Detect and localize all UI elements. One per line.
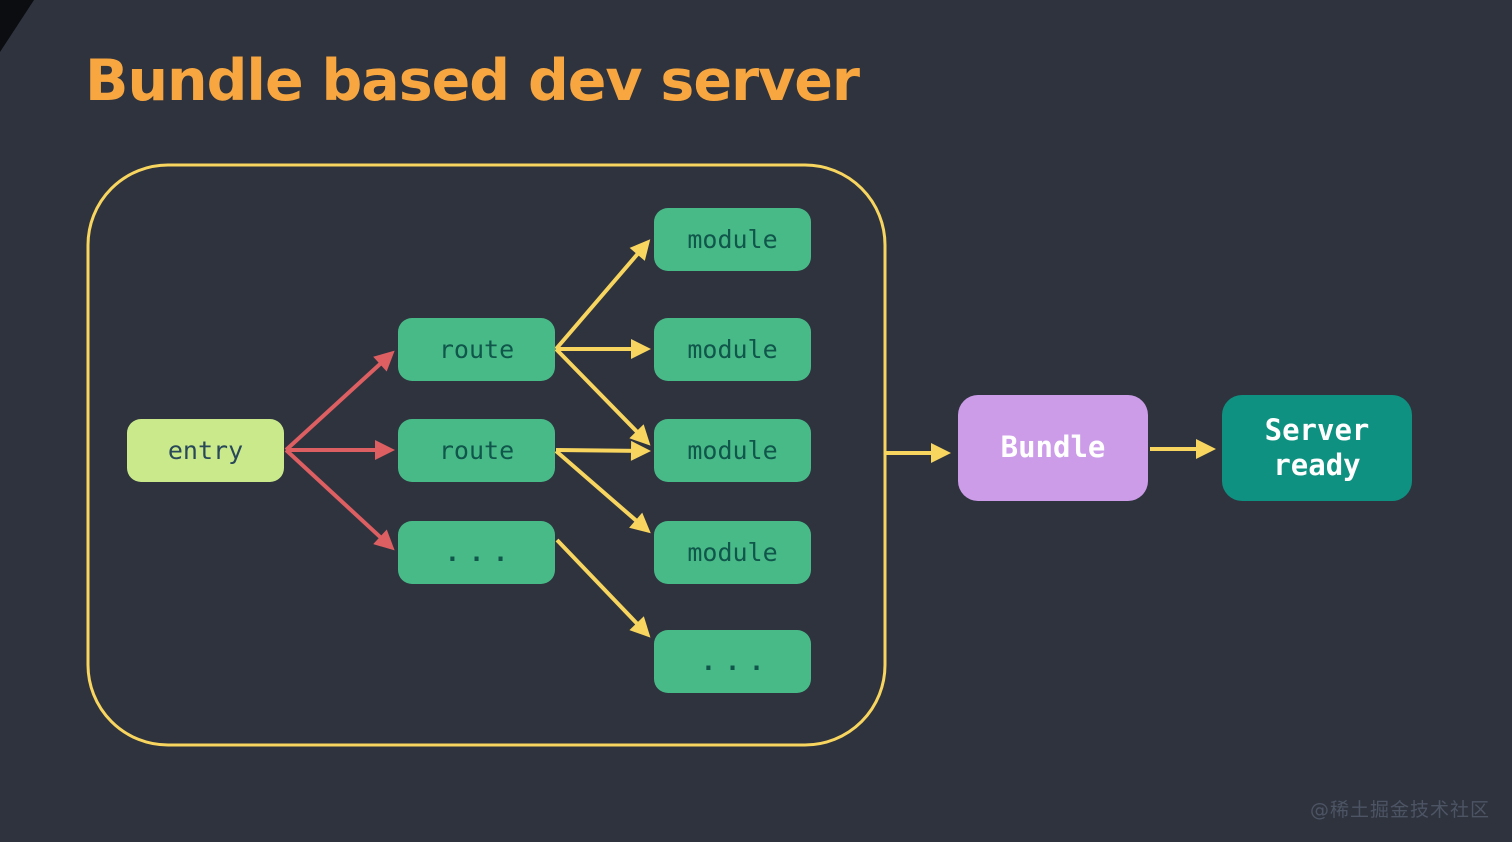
node-module-3: module — [654, 419, 811, 482]
screen-corner-artifact — [0, 0, 34, 52]
node-bundle: Bundle — [958, 395, 1148, 501]
page-title: Bundle based dev server — [85, 48, 860, 114]
node-entry-label: entry — [167, 436, 244, 465]
edge-route-more-module-more — [555, 538, 651, 638]
node-route-2-label: route — [438, 436, 515, 465]
edge-route1-module3 — [554, 347, 651, 446]
node-server-ready: Server ready — [1222, 395, 1412, 501]
node-module-4-label: module — [687, 538, 778, 567]
node-module-ellipsis-label: ... — [700, 647, 774, 676]
node-module-3-label: module — [687, 436, 778, 465]
dev-server-boundary — [86, 163, 887, 747]
node-route-1: route — [398, 318, 555, 381]
node-module-2-label: module — [687, 335, 778, 364]
node-module-1-label: module — [687, 225, 778, 254]
node-module-2: module — [654, 318, 811, 381]
node-bundle-label: Bundle — [1000, 430, 1106, 465]
node-entry: entry — [127, 419, 284, 482]
node-route-ellipsis-label: ... — [444, 538, 518, 567]
node-route-1-label: route — [438, 335, 515, 364]
node-module-ellipsis: ... — [654, 630, 811, 693]
node-server-ready-label: Server ready — [1264, 412, 1370, 482]
edge-route2-module4 — [554, 449, 651, 534]
edge-entry-route-more — [284, 448, 395, 551]
node-module-1: module — [654, 208, 811, 271]
edge-entry-route1 — [284, 350, 395, 452]
edge-route2-module3 — [555, 440, 651, 461]
node-route-ellipsis: ... — [398, 521, 555, 584]
node-module-4: module — [654, 521, 811, 584]
node-route-2: route — [398, 419, 555, 482]
watermark: @稀土掘金技术社区 — [1309, 799, 1490, 821]
edge-route1-module1 — [554, 239, 651, 351]
